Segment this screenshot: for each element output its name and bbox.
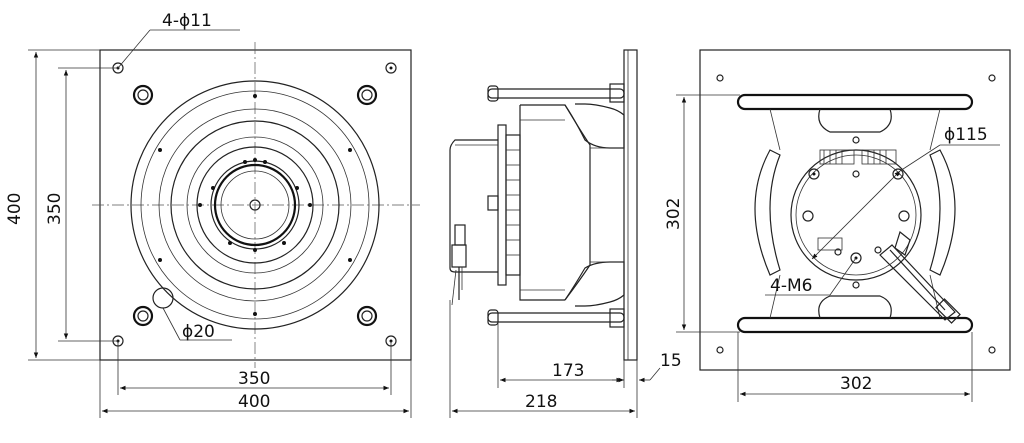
dim-width-350-text: 350: [238, 369, 270, 389]
dim-height-302: 302: [664, 94, 740, 333]
front-corner-holes: [112, 62, 397, 347]
rear-motor-ring: [790, 149, 922, 281]
front-view: 4-ϕ11 ϕ20 400 350 350: [5, 11, 420, 418]
dim-phi115: ϕ115: [811, 125, 1000, 260]
dim-width-302: 302: [737, 332, 973, 402]
front-screw-dots: [158, 94, 352, 316]
side-motor: [449, 139, 498, 273]
dim-plate-15-text: 15: [660, 351, 682, 371]
rear-bracket-top: [736, 93, 974, 111]
rear-view: ϕ115 4-M6 302 302: [664, 49, 1011, 402]
dim-phi20-text: ϕ20: [182, 322, 215, 342]
dim-height-350-text: 350: [45, 193, 65, 225]
dim-height-350: 350: [45, 67, 118, 342]
side-impeller: [520, 103, 625, 149]
dim-height-400: 400: [5, 49, 100, 361]
rear-bracket-bottom: [736, 316, 974, 334]
dim-total-218-text: 218: [525, 392, 557, 412]
side-flange: [497, 124, 507, 286]
rear-cable-gland: [879, 230, 961, 324]
dim-height-400-text: 400: [5, 193, 25, 225]
side-cable-gland: [451, 224, 467, 306]
dim-4m6: 4-M6: [765, 257, 857, 296]
front-bolts: [132, 84, 378, 327]
side-view: 173 15 218: [449, 49, 682, 418]
side-bracket-bottom: [487, 312, 625, 323]
dim-4phi11: 4-ϕ11: [117, 11, 240, 69]
dim-plate-15: 15: [612, 351, 682, 388]
dim-total-218: 218: [449, 300, 638, 418]
front-cable-hole: [152, 287, 174, 309]
rear-plate: [699, 49, 1011, 371]
dim-phi115-text: ϕ115: [944, 125, 988, 145]
dim-height-302-text: 302: [664, 198, 684, 230]
dim-width-400-text: 400: [238, 392, 270, 412]
dim-depth-173: 173: [497, 322, 625, 388]
dim-width-350: 350: [117, 341, 392, 395]
rear-housing-right: [929, 149, 956, 276]
rear-housing-left: [754, 149, 781, 276]
dim-width-400: 400: [99, 360, 412, 418]
side-bracket-top: [487, 88, 625, 99]
side-plate: [623, 49, 638, 361]
dim-phi20: ϕ20: [162, 307, 232, 342]
dim-4phi11-text: 4-ϕ11: [162, 11, 212, 31]
dim-width-302-text: 302: [840, 374, 872, 394]
rear-corner-holes: [716, 74, 996, 354]
dim-depth-173-text: 173: [552, 361, 584, 381]
dim-4m6-text: 4-M6: [770, 276, 812, 296]
